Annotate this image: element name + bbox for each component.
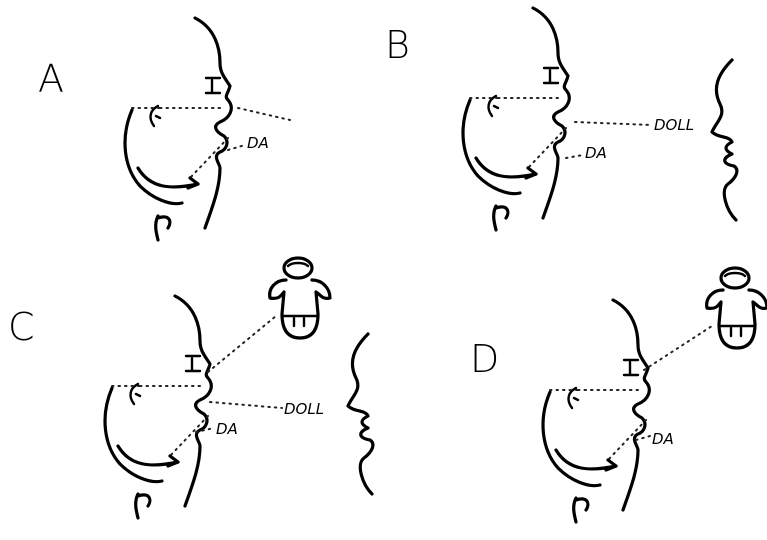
panel-b-utterance-da: DA — [585, 144, 607, 162]
panel-c-utterance-da: DA — [216, 420, 238, 438]
panel-a: A DA — [38, 18, 290, 240]
panel-b-utterance-doll: DOLL — [654, 116, 694, 134]
panel-d-infant — [543, 300, 649, 522]
panel-d-voice-line — [636, 436, 650, 440]
panel-d: D DA — [470, 268, 767, 522]
panel-d-letter: D — [470, 337, 499, 381]
panel-a-gaze-line — [238, 108, 290, 120]
panel-c: C DA DOLL — [8, 258, 373, 518]
panel-d-utterance-da: DA — [652, 430, 674, 448]
panel-d-doll — [707, 268, 767, 348]
panel-b-gaze-line — [575, 122, 652, 125]
panel-c-gaze-to-doll — [208, 316, 276, 372]
panel-c-letter: C — [8, 305, 35, 349]
panel-c-infant — [105, 296, 211, 518]
panel-c-adult — [348, 334, 373, 494]
panel-a-voice-line — [228, 145, 245, 150]
panel-b-letter: B — [385, 23, 410, 67]
panel-c-utterance-doll: DOLL — [284, 400, 324, 418]
panel-a-letter: A — [38, 57, 64, 101]
panel-b-adult — [712, 60, 737, 220]
panel-c-gaze-to-adult — [210, 402, 282, 408]
panel-a-utterance-da: DA — [247, 134, 269, 152]
panel-b: B DA DOLL — [385, 8, 737, 230]
panel-b-voice-line — [566, 155, 583, 158]
panel-c-doll — [270, 258, 330, 338]
panel-a-infant — [125, 18, 231, 240]
panel-b-infant — [463, 8, 569, 230]
panel-d-gaze-to-doll — [644, 326, 712, 370]
